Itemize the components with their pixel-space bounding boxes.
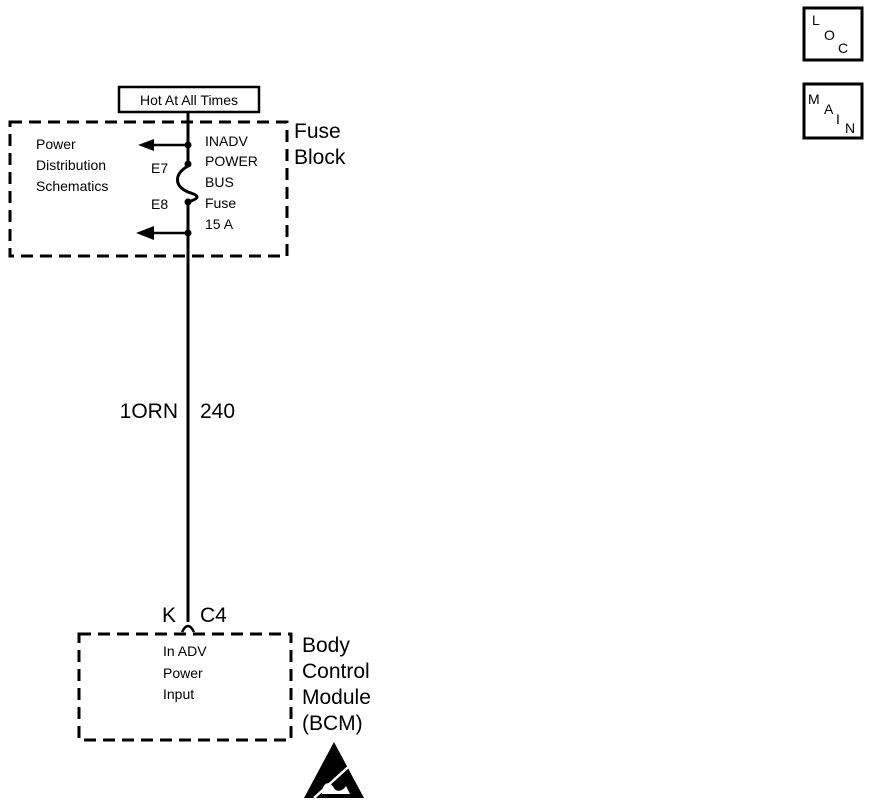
connector-e7-label: E7 [151,160,168,176]
junction-dot-e8 [184,198,192,206]
bcm-input-line-1: In ADV [163,643,207,659]
arrow-upper [138,139,188,151]
main-letter-n: N [845,120,855,136]
bcm-title-3: Module [302,686,371,709]
main-letter-m: M [808,91,820,107]
main-letter-a: A [824,101,834,117]
fuse-text-5: 15 A [205,216,234,232]
main-button[interactable]: M A I N [802,82,864,140]
hot-label-text: Hot At All Times [140,92,238,108]
fuse-block-title-2: Block [294,146,346,169]
fuse-text-4: Fuse [205,195,236,211]
power-dist-line-3: Schematics [36,178,108,194]
fuse-text-1: INADV [205,133,248,149]
fuse-text-3: BUS [205,174,234,190]
loc-letter-l: L [812,12,820,28]
power-dist-line-2: Distribution [36,157,106,173]
connector-c4-symbol [180,624,196,633]
circuit-number-label: 240 [200,400,235,423]
power-dist-line-1: Power [36,136,76,152]
junction-dot-e7 [184,160,192,168]
loc-letter-o: O [824,27,835,43]
connector-pin-label: K [162,604,176,627]
hot-at-all-times-label: Hot At All Times [117,85,261,114]
esd-warning-icon [304,742,364,799]
bcm-title-4: (BCM) [302,712,363,735]
arrow-lower [136,226,188,240]
main-wire [176,112,199,622]
bcm-box [77,632,293,742]
fuse-text-2: POWER [205,153,258,169]
loc-button[interactable]: L O C [802,6,864,62]
bcm-input-line-2: Power [163,665,203,681]
fuse-block-title-1: Fuse [294,120,341,143]
fuse-block-box [8,120,289,258]
wire-color-label: 1ORN [120,400,178,423]
connector-id-label: C4 [200,604,227,627]
connector-e8-label: E8 [151,196,168,212]
main-letter-i: I [836,111,840,127]
bcm-title-2: Control [302,660,370,683]
bcm-input-line-3: Input [163,686,194,702]
loc-letter-c: C [838,40,848,56]
bcm-title-1: Body [302,634,350,657]
